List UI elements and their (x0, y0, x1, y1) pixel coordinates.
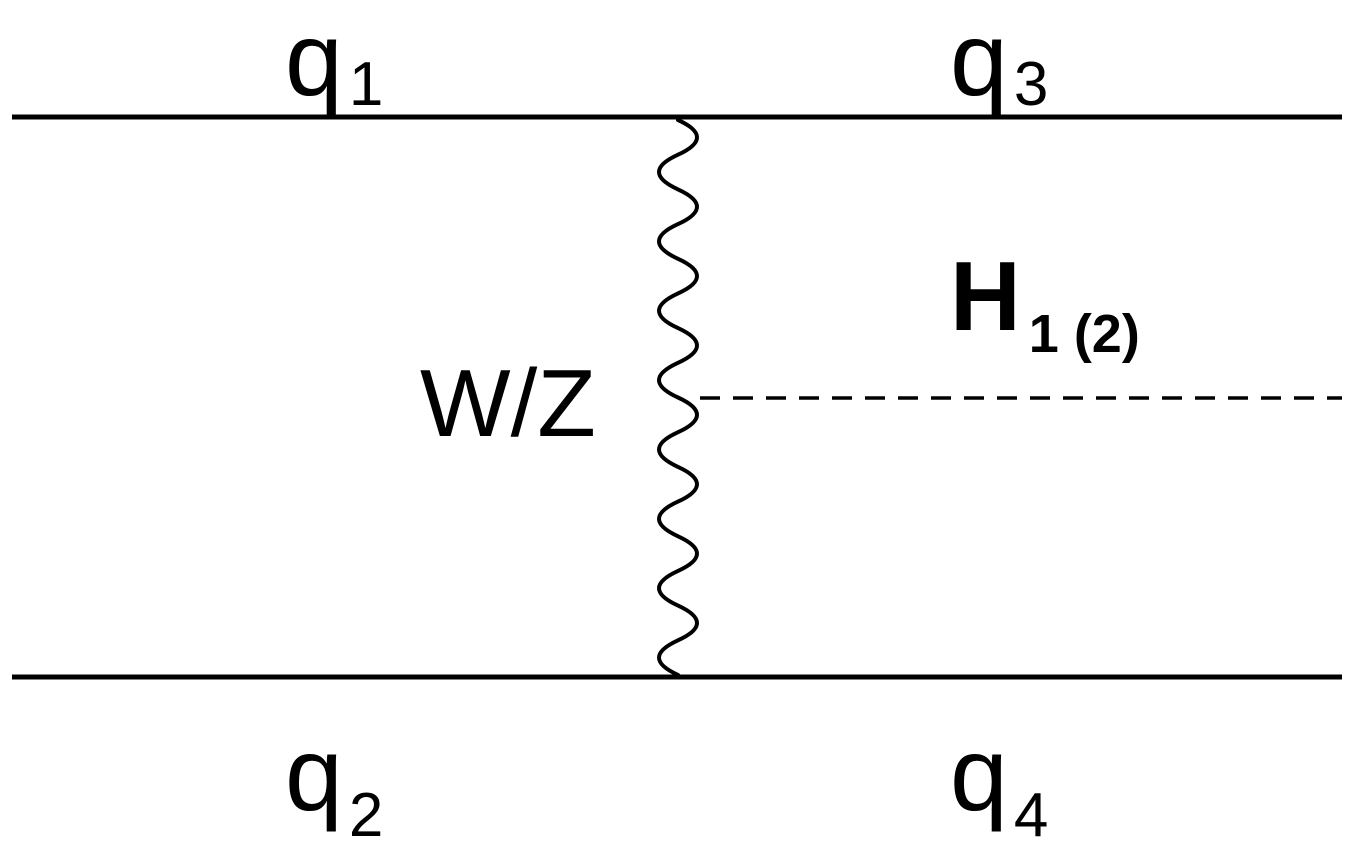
label-q4-index: 4 (1014, 781, 1048, 850)
label-q3-index: 3 (1014, 50, 1048, 119)
label-q4: q4 (950, 717, 1048, 850)
label-q3: q3 (950, 2, 1048, 119)
label-q2-symbol: q (285, 717, 343, 833)
label-q4-symbol: q (950, 717, 1008, 833)
label-q1: q1 (285, 2, 383, 119)
label-q2: q2 (285, 717, 383, 850)
label-higgs-index: 1 (2) (1029, 304, 1140, 364)
label-q2-index: 2 (349, 781, 383, 850)
label-q1-symbol: q (285, 2, 343, 118)
label-boson: W/Z (420, 350, 596, 457)
label-q1-index: 1 (349, 50, 383, 119)
label-higgs-symbol: H (950, 241, 1021, 351)
label-q3-symbol: q (950, 2, 1008, 118)
boson-propagator (657, 118, 699, 677)
